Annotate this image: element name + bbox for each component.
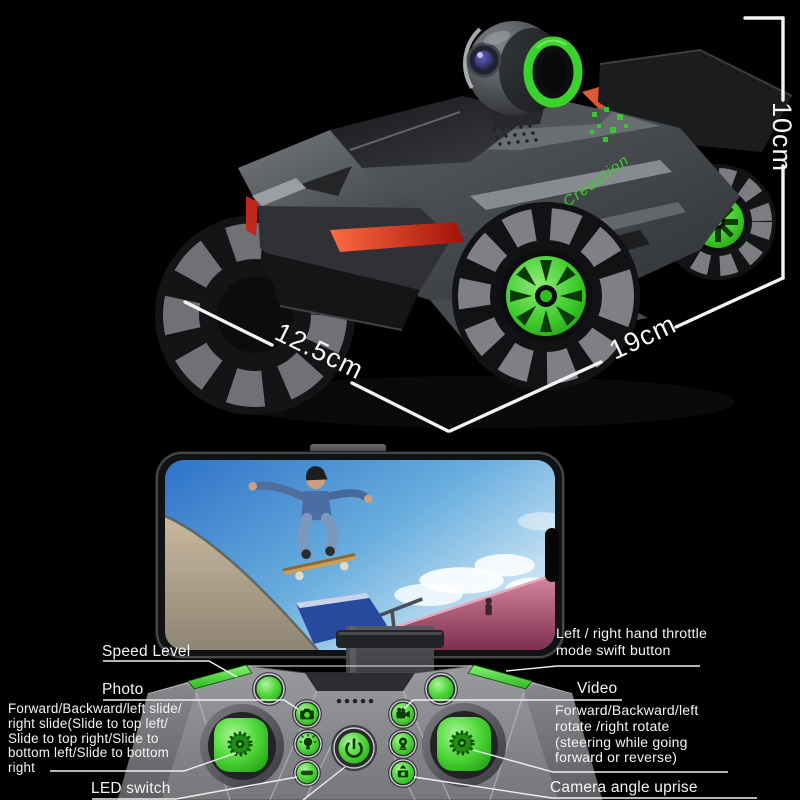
left-stick-label-line4: bottom left/Slide to bottom (8, 745, 169, 761)
mode-pill-button[interactable] (293, 759, 321, 787)
text-pill-icon (300, 770, 314, 776)
skateboard (282, 553, 356, 581)
camera-tilt-up-icon (397, 764, 409, 778)
right-joystick[interactable] (422, 703, 506, 787)
smartphone (156, 452, 564, 658)
left-stick-label-line3: Slide to top right/Slide to (8, 730, 159, 746)
camera-angle-label: Camera angle uprise (550, 779, 698, 796)
camera-icon (300, 708, 314, 720)
skateboarder (248, 466, 373, 581)
top-inset (305, 673, 415, 691)
left-joystick[interactable] (200, 704, 284, 788)
video-label: Video (577, 680, 618, 697)
throttle-label: Left / right hand throttle mode swift bu… (556, 626, 707, 659)
left-stick-label: Forward/Backward/left slide/ right slide… (8, 701, 208, 776)
left-round-button[interactable] (252, 672, 286, 706)
led-button[interactable] (293, 729, 323, 759)
camera-angle-button[interactable] (388, 758, 418, 788)
phone-notch (545, 528, 559, 582)
front-right-wheel (452, 202, 640, 390)
dimension-height-label: 10cm (767, 102, 797, 173)
front-splitter (262, 252, 420, 330)
windshield (330, 96, 536, 168)
phone-screen (165, 460, 555, 650)
photo-button[interactable] (292, 699, 322, 729)
rc-car-photo: Creaction (155, 21, 793, 428)
right-round-button[interactable] (424, 672, 458, 706)
concrete-ramp (165, 516, 318, 650)
speed-level-label: Speed Level (102, 643, 191, 660)
webcam-icon (398, 737, 408, 750)
power-button[interactable] (331, 725, 377, 771)
photo-label: Photo (102, 681, 144, 698)
skateboarder-photo (165, 460, 555, 650)
left-marker-light (246, 196, 258, 236)
right-shoulder-button[interactable] (467, 664, 533, 690)
right-stick-label-line3: (steering while going (555, 733, 688, 750)
green-pixel-deco (590, 107, 628, 142)
right-stick-label: Forward/Backward/left rotate /right rota… (555, 702, 699, 766)
bystander (485, 597, 492, 616)
camera-stand-button[interactable] (388, 729, 418, 759)
camera-pod (463, 21, 583, 128)
indicator-dots (336, 698, 374, 704)
speaker-grille (492, 124, 538, 146)
video-camera-icon (396, 707, 410, 719)
left-stick-label-line1: Forward/Backward/left slide/ (8, 701, 182, 716)
throttle-label-line2: mode swift button (556, 642, 671, 659)
right-stick-label-line4: forward or reverse) (555, 749, 678, 766)
right-stick-label-line1: Forward/Backward/left (555, 702, 699, 718)
bulb-icon (299, 734, 317, 750)
right-stick-label-line2: rotate /right rotate (555, 717, 670, 734)
phone-mount-clamp-top (310, 444, 386, 455)
throttle-label-line1: Left / right hand throttle (556, 626, 708, 642)
video-button[interactable] (388, 699, 418, 729)
front-light-bar (330, 222, 464, 252)
power-icon (345, 738, 363, 758)
led-switch-label: LED switch (91, 780, 171, 797)
left-stick-label-line2: right slide(Slide to top left/ (8, 715, 169, 731)
left-stick-label-line5: right (8, 760, 36, 776)
